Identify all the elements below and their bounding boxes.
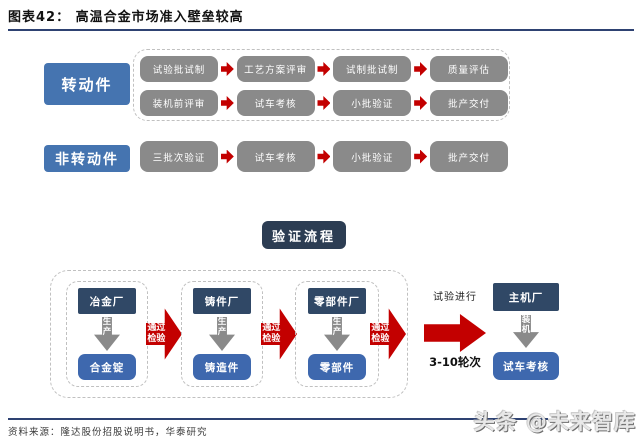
non-rotating-parts-label: 非转动件 — [44, 145, 130, 172]
rotating-flow-row-2: 装机前评审 试车考核 小批验证 批产交付 — [140, 90, 508, 116]
flow-step: 批产交付 — [429, 141, 508, 172]
production-label: 生产 — [217, 317, 227, 337]
non-rotating-flow-row: 三批次验证 试车考核 小批验证 批产交付 — [140, 141, 508, 172]
pass-inspection-arrow: 通过检验 — [261, 305, 297, 363]
arrow-right-icon — [414, 62, 428, 76]
arrow-right-icon — [317, 62, 331, 76]
flow-step: 试车考核 — [236, 90, 315, 116]
product-box: 铸造件 — [193, 354, 251, 380]
arrow-right-icon — [220, 62, 234, 76]
production-label: 生产 — [332, 317, 342, 337]
arrow-right-icon — [414, 149, 428, 164]
pass-inspection-arrow: 通过检验 — [146, 305, 182, 363]
rotating-flow-row-1: 试验批试制 工艺方案评审 试制批试制 质量评估 — [140, 56, 508, 82]
test-assessment-box: 试车考核 — [493, 352, 559, 380]
arrow-right-icon — [317, 96, 331, 110]
factory-box: 铸件厂 — [193, 288, 251, 314]
factory-group-metallurgy: 冶金厂 生产 合金锭 — [66, 281, 148, 387]
production-arrow-icon: 生产 — [94, 317, 120, 351]
arrow-right-icon — [414, 96, 428, 110]
production-arrow-icon: 生产 — [324, 317, 350, 351]
flow-step: 质量评估 — [429, 56, 508, 82]
factory-group-casting: 铸件厂 生产 铸造件 — [181, 281, 263, 387]
supply-chain-group — [50, 270, 408, 398]
verification-process-badge: 验证流程 — [262, 221, 346, 249]
footer-divider — [8, 418, 548, 420]
oem-group: 主机厂 装机 试车考核 — [490, 283, 562, 380]
rotating-parts-label: 转动件 — [44, 63, 130, 105]
pass-inspection-label: 通过检验 — [371, 322, 390, 344]
pass-inspection-label: 通过检验 — [262, 322, 281, 344]
flow-step: 小批验证 — [333, 90, 412, 116]
flow-step: 装机前评审 — [140, 90, 218, 116]
product-box: 零部件 — [308, 354, 366, 380]
figure-title: 图表42： 高温合金市场准入壁垒较高 — [8, 10, 244, 25]
install-arrow-icon: 装机 — [513, 315, 539, 348]
flow-step: 三批次验证 — [140, 141, 218, 172]
factory-box: 冶金厂 — [78, 288, 136, 314]
factory-box: 零部件厂 — [308, 288, 366, 314]
flow-step: 试制批试制 — [333, 56, 412, 82]
flow-step: 小批验证 — [333, 141, 412, 172]
factory-group-parts: 零部件厂 生产 零部件 — [295, 281, 379, 387]
test-in-progress-label: 试验进行 — [433, 292, 477, 303]
production-arrow-icon: 生产 — [209, 317, 235, 351]
product-box: 合金锭 — [78, 354, 136, 380]
source-note: 资料来源：隆达股份招股说明书，华泰研究 — [8, 427, 208, 438]
test-rounds-arrow-icon — [424, 314, 486, 352]
flow-step: 批产交付 — [429, 90, 508, 116]
production-label: 生产 — [102, 317, 112, 337]
title-divider — [8, 29, 634, 31]
oem-factory-box: 主机厂 — [493, 283, 559, 311]
test-rounds-label: 3-10轮次 — [429, 355, 481, 369]
arrow-right-icon — [220, 96, 234, 110]
pass-inspection-arrow: 通过检验 — [370, 305, 406, 363]
flow-step: 工艺方案评审 — [236, 56, 315, 82]
flow-step: 试验批试制 — [140, 56, 218, 82]
arrow-right-icon — [220, 149, 234, 164]
install-label: 装机 — [521, 315, 531, 335]
pass-inspection-label: 通过检验 — [147, 322, 166, 344]
rotating-flow-group — [133, 49, 510, 121]
flow-step: 试车考核 — [236, 141, 315, 172]
arrow-right-icon — [317, 149, 331, 164]
toutiao-watermark: 头条 @未来智库 — [473, 410, 636, 434]
